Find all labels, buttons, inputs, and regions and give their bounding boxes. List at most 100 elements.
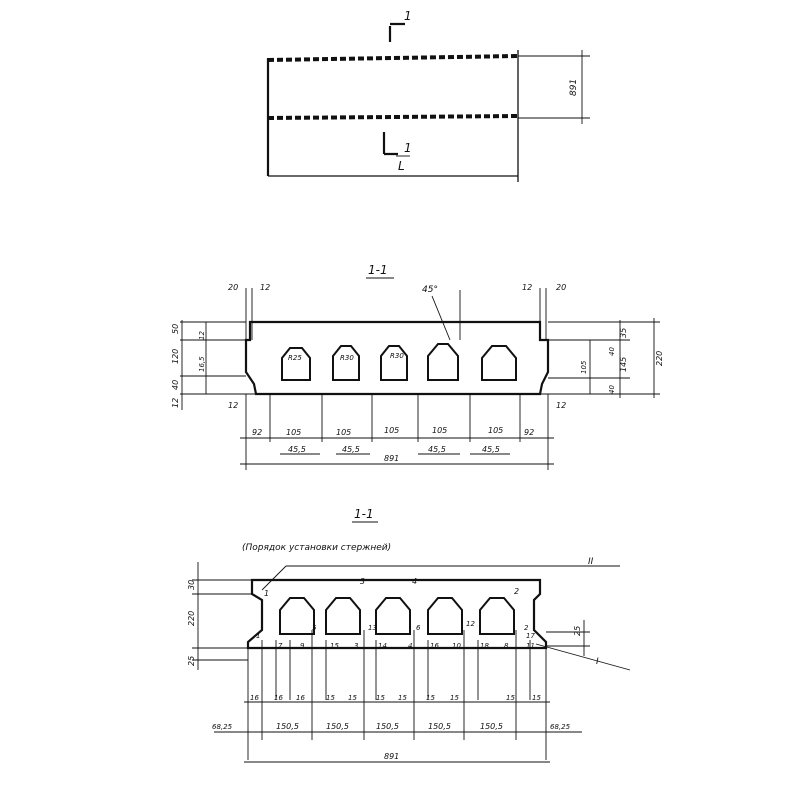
- top-bar-label-2: 3: [360, 577, 365, 586]
- spacing-dim: 15: [532, 694, 541, 702]
- bar-label: 15: [330, 642, 339, 650]
- top-bar-label-4: 2: [514, 587, 519, 596]
- rib-dim-3: 45,5: [428, 445, 446, 454]
- s2-ext-lines: [247, 630, 547, 760]
- bottom-bar-labels: 1 7 9 5 3 13 14 4 6 16 10 18 8 12 2 11 1…: [256, 620, 535, 650]
- bay-dim: 68,25: [212, 723, 233, 731]
- bar-label: 12: [466, 620, 475, 628]
- bar-label: 10: [452, 642, 461, 650]
- bar-label: 9: [300, 642, 305, 650]
- bar-label: 7: [278, 642, 283, 650]
- right-height-dim-1: 35: [619, 328, 628, 338]
- bottom-dim-7: 92: [524, 428, 534, 437]
- bar-label: 6: [416, 624, 421, 632]
- bay-dim: 150,5: [276, 722, 299, 731]
- section1-hole-1: [281, 347, 311, 381]
- angle-leader: [431, 295, 451, 341]
- bar-label: 17: [526, 632, 535, 640]
- bay-dim: 150,5: [326, 722, 349, 731]
- section2-hole-1: [279, 597, 315, 635]
- bay-dim: 150,5: [480, 722, 503, 731]
- top-bar-label-3: 4: [412, 577, 417, 586]
- bay-dim: 150,5: [376, 722, 399, 731]
- spacing-dim: 16: [296, 694, 305, 702]
- right-top-dim-2: 20: [556, 283, 566, 292]
- bar-label: 8: [504, 642, 509, 650]
- section2-hole-5: [479, 597, 515, 635]
- rib-dim-1: 45,5: [288, 445, 306, 454]
- cut-mark-bottom-icon: [382, 132, 398, 156]
- right-height-dim-2: 40: [608, 347, 616, 356]
- bar-label: 11: [526, 642, 535, 650]
- spacing-dim: 16: [250, 694, 259, 702]
- cut-mark-bottom-label: 1: [404, 141, 412, 155]
- radius-label-3: R30: [390, 352, 404, 360]
- left-height-dim-1: 50: [171, 324, 180, 334]
- radius-label-2: R30: [340, 354, 354, 362]
- cut-mark-top-icon: [388, 22, 405, 42]
- right-height-dim-4: 40: [608, 385, 616, 394]
- section2-hole-3: [375, 597, 411, 635]
- angle-label: 45°: [422, 285, 438, 295]
- bar-label: 16: [430, 642, 439, 650]
- right-height-dim-3: 145: [619, 357, 628, 372]
- bar-label: 14: [378, 642, 387, 650]
- left-top-dim-2: 12: [260, 283, 270, 292]
- section1-hole-5: [481, 345, 517, 381]
- bar-label: 5: [312, 624, 317, 632]
- section2-hole-2: [325, 597, 361, 635]
- radius-label-1: R25: [288, 354, 302, 362]
- s2-right-dim: 25: [573, 626, 582, 636]
- bar-label: 1: [256, 632, 260, 640]
- left-height-dim-3: 40: [171, 380, 180, 390]
- plan-width-dim: 891: [569, 79, 579, 96]
- left-inner-dim-2: 16,5: [198, 356, 206, 372]
- plan-middle-edge: [267, 114, 519, 120]
- bay-dim: 150,5: [428, 722, 451, 731]
- section1-title: 1-1: [368, 263, 388, 277]
- top-bar-label-1: 1: [264, 589, 269, 598]
- bottom-dim-4: 105: [384, 426, 399, 435]
- bottom-side-dim-2: 12: [556, 401, 566, 410]
- section1-hole-4: [427, 343, 459, 381]
- section-2: 1-1 (Порядок установки стержней) II I 1 …: [187, 507, 631, 763]
- spacing-dim: 16: [274, 694, 283, 702]
- section1-total-dim: 891: [384, 454, 399, 463]
- bottom-dim-2: 105: [286, 428, 301, 437]
- rib-dim-4: 45,5: [482, 445, 500, 454]
- bar-label: 3: [354, 642, 358, 650]
- plan-top-edge: [267, 54, 519, 62]
- label-I: I: [596, 657, 599, 667]
- s2-height-dim-3: 25: [187, 656, 196, 666]
- section1-hole-3: [380, 345, 408, 381]
- right-inner-dim: 105: [580, 360, 588, 374]
- section-1: 1-1 R25 R30 R30 45° 20 12 12 20 50: [171, 263, 664, 470]
- bar-label: 18: [480, 642, 489, 650]
- section2-total-dim: 891: [384, 752, 399, 761]
- bar-label: 2: [524, 624, 529, 632]
- spacing-dim: 15: [398, 694, 407, 702]
- section2-hole-4: [427, 597, 463, 635]
- spacing-dim: 15: [450, 694, 459, 702]
- bottom-dim-5: 105: [432, 426, 447, 435]
- bay-dim: 68,25: [550, 723, 571, 731]
- rib-dim-2: 45,5: [342, 445, 360, 454]
- bottom-dim-1: 92: [252, 428, 262, 437]
- section2-title: 1-1: [354, 507, 374, 521]
- spacing-dim: 15: [326, 694, 335, 702]
- length-label: L: [398, 159, 405, 173]
- right-height-dim-5: 220: [655, 351, 664, 366]
- spacing-dim: 15: [506, 694, 515, 702]
- bottom-dim-3: 105: [336, 428, 351, 437]
- right-top-dim-1: 12: [522, 283, 532, 292]
- left-inner-dim-1: 12: [198, 331, 206, 340]
- left-top-dim-1: 20: [228, 283, 238, 292]
- s2-height-dim-1: 30: [187, 580, 196, 590]
- spacing-dim: 15: [348, 694, 357, 702]
- bar-label: 13: [368, 624, 377, 632]
- s2-height-dim-2: 220: [187, 611, 196, 626]
- section1-hole-2: [332, 345, 360, 381]
- ref-leader-II: [261, 565, 287, 591]
- left-height-dim-4: 12: [171, 398, 180, 408]
- left-height-dim-2: 120: [171, 349, 180, 364]
